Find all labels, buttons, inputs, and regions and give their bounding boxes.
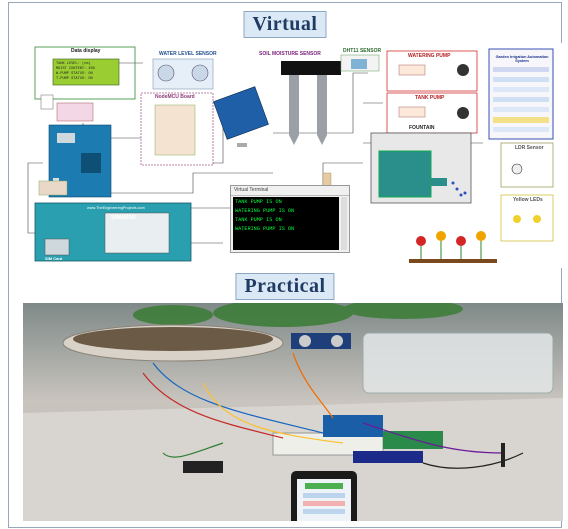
practical-photo-svg	[23, 303, 563, 521]
terminal-line: TANK PUMP IS ON	[235, 217, 282, 223]
soil-moisture-sensor-label: SOIL MOISTURE SENSOR	[259, 51, 321, 57]
terminal-output: TANK PUMP IS ON WATERING PUMP IS ON TANK…	[233, 197, 339, 250]
app-panel-title: Garden Irrigation Automation System	[495, 55, 549, 63]
data-display-frame	[34, 46, 136, 100]
heading-virtual: Virtual	[243, 11, 327, 38]
terminal-scrollbar[interactable]	[341, 197, 347, 250]
virtual-schematic: Data display TANK LEVEL: (cm) MOIST CONT…	[23, 43, 563, 268]
terminal-line: WATERING PUMP IS ON	[235, 226, 295, 232]
lcd-line: TANK LEVEL: (cm)	[56, 62, 91, 66]
lcd-line: W-PUMP STATUS: ON	[56, 72, 93, 76]
nodemcu-label: NodeMCU Board	[155, 94, 195, 100]
dht11-label: DHT11 SENSOR	[343, 48, 382, 54]
sim-card-label: SIM Card	[45, 256, 63, 261]
lcd-text: TANK LEVEL: (cm) MOIST CONTENT: 45% W-PU…	[56, 62, 95, 82]
fountain-label: FOUNTAIN	[409, 125, 435, 131]
watering-pump-label: WATERING PUMP	[408, 53, 451, 59]
virtual-terminal-window[interactable]: Virtual Terminal TANK PUMP IS ON WATERIN…	[230, 185, 350, 253]
tank-pump-label: TANK PUMP	[415, 95, 445, 101]
practical-photo	[23, 303, 563, 521]
data-display-title: Data display	[71, 48, 101, 54]
ldr-sensor-label: LDR Sensor	[515, 145, 544, 151]
gsm-module-label: SIM900D	[111, 215, 137, 221]
terminal-line: TANK PUMP IS ON	[235, 199, 282, 205]
figure-frame: Virtual	[8, 2, 563, 528]
lcd-screen	[52, 58, 120, 86]
terminal-line: WATERING PUMP IS ON	[235, 208, 295, 214]
terminal-title: Virtual Terminal	[231, 186, 349, 196]
lcd-line: T-PUMP STATUS: ON	[56, 77, 93, 81]
schematic-svg	[27, 46, 554, 263]
lcd-line: MOIST CONTENT: 45%	[56, 67, 95, 71]
yellow-leds-label: Yellow LEDs	[513, 197, 543, 203]
gsm-site-label: www.TheEngineeringProjects.com	[87, 206, 145, 210]
water-level-sensor-label: WATER LEVEL SENSOR	[159, 51, 217, 57]
heading-practical: Practical	[235, 273, 335, 300]
